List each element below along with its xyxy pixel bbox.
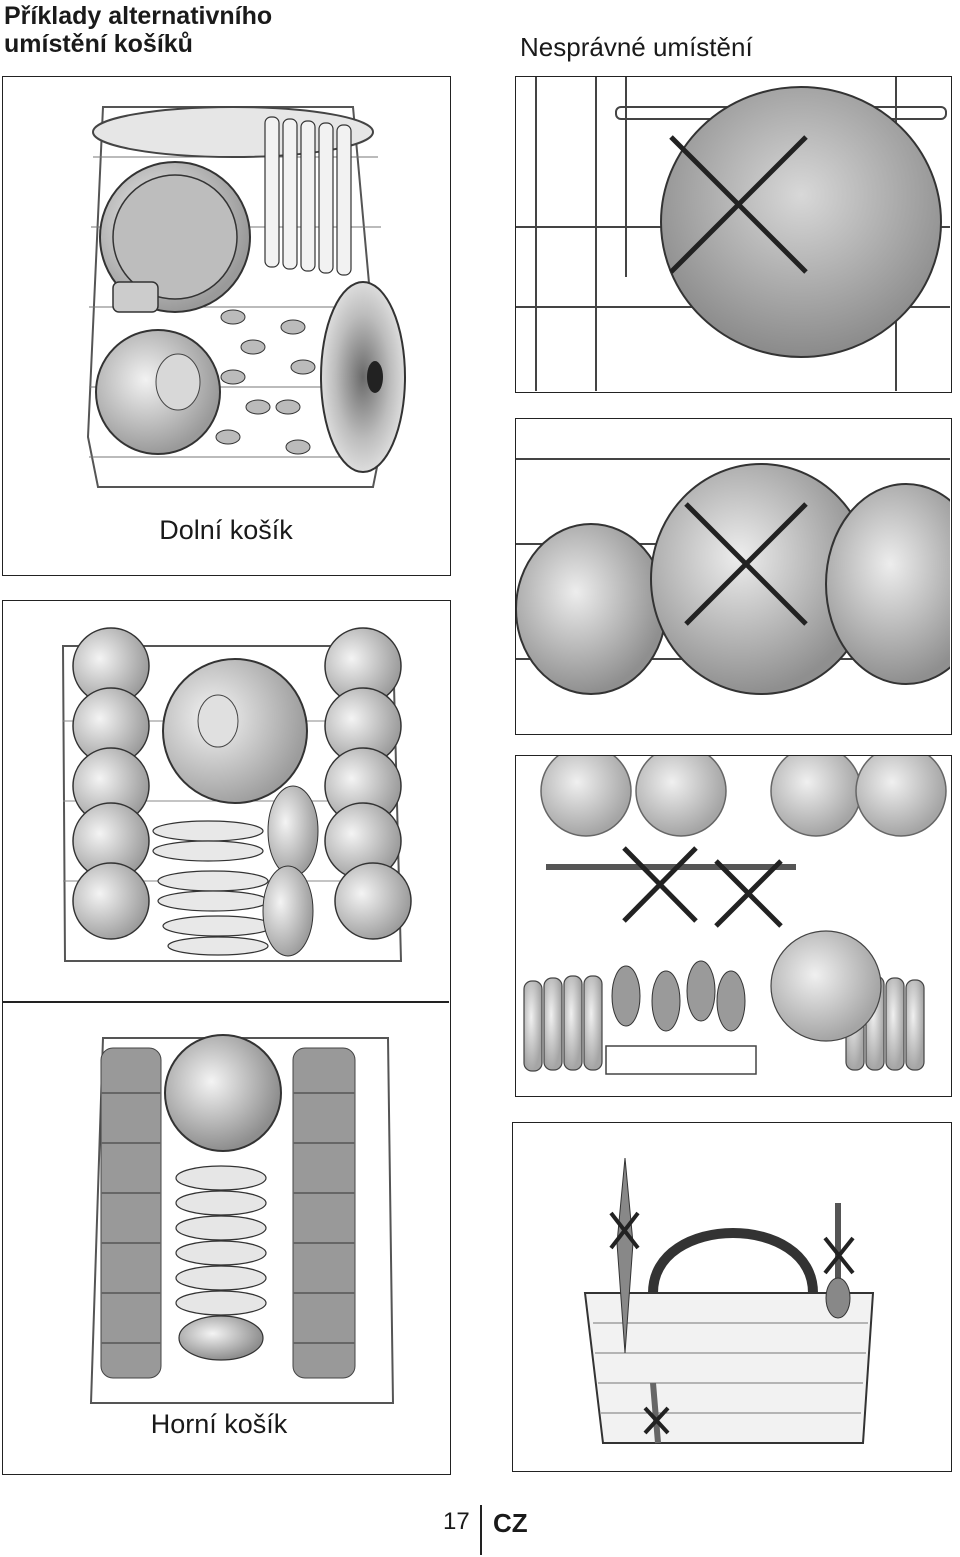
cutlery-basket-illustration: [583, 1157, 875, 1444]
incorrect-example-2-illustration: [516, 458, 950, 695]
panel-divider: [3, 1001, 449, 1003]
upper-basket-caption: Horní košík: [150, 1409, 288, 1439]
incorrect-placement-heading: Nesprávné umístění: [520, 32, 753, 62]
language-code: CZ: [493, 1508, 528, 1538]
page-title: Příklady alternativního umístění košíků: [4, 2, 272, 58]
upper-basket-racks-illustration: [89, 1034, 395, 1404]
page-title-line-1: Příklady alternativního: [4, 2, 273, 30]
incorrect-example-4: [512, 1122, 952, 1472]
incorrect-example-1: [515, 76, 952, 393]
incorrect-example-1-illustration: [516, 77, 950, 391]
incorrect-example-2: [515, 418, 952, 735]
page-number: 17: [443, 1508, 470, 1535]
lower-basket-illustration: [86, 106, 406, 488]
footer-separator: [480, 1505, 482, 1555]
incorrect-example-3-illustration: [523, 756, 947, 1075]
lower-basket-panel: Dolní košík: [2, 76, 451, 576]
page-title-line-2: umístění košíků: [4, 30, 193, 58]
upper-basket-panel: Horní košík: [2, 600, 451, 1475]
upper-basket-cups-illustration: [61, 627, 412, 962]
incorrect-example-3: [515, 755, 952, 1097]
lower-basket-caption: Dolní košík: [159, 515, 293, 545]
